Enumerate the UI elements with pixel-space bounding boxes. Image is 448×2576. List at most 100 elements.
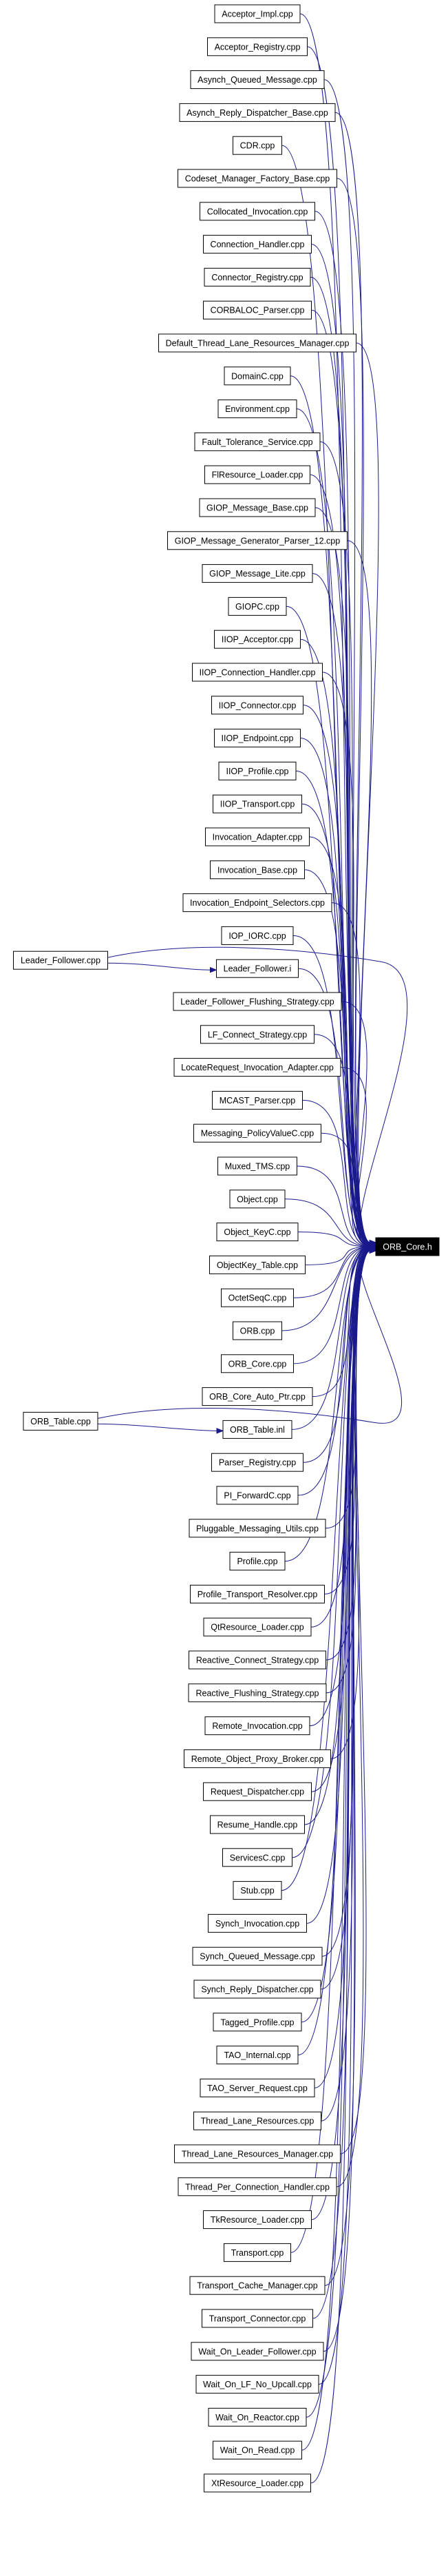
node-iiop-profile-cpp[interactable]: IIOP_Profile.cpp [218, 761, 297, 780]
node-invocation-adapter-cpp[interactable]: Invocation_Adapter.cpp [205, 827, 310, 846]
edge-to-target [301, 1249, 371, 2023]
node-objectkey-table-cpp[interactable]: ObjectKey_Table.cpp [209, 1255, 306, 1274]
node-resume-handle-cpp[interactable]: Resume_Handle.cpp [210, 1815, 305, 1834]
node-orb-core-auto-ptr-cpp[interactable]: ORB_Core_Auto_Ptr.cpp [202, 1387, 313, 1406]
node-iiop-transport-cpp[interactable]: IIOP_Transport.cpp [213, 794, 302, 813]
node-thread-per-connection-handler-cpp[interactable]: Thread_Per_Connection_Handler.cpp [178, 2177, 337, 2196]
node-giop-message-generator-parser-12-cpp[interactable]: GIOP_Message_Generator_Parser_12.cpp [167, 531, 348, 550]
node-connector-registry-cpp[interactable]: Connector_Registry.cpp [204, 267, 311, 287]
node-tao-server-request-cpp[interactable]: TAO_Server_Request.cpp [200, 2078, 315, 2097]
node-octetseqc-cpp[interactable]: OctetSeqC.cpp [221, 1288, 294, 1307]
node-request-dispatcher-cpp[interactable]: Request_Dispatcher.cpp [203, 1782, 312, 1801]
node-label: IIOP_Connection_Handler.cpp [200, 668, 316, 678]
node-profile-cpp[interactable]: Profile.cpp [229, 1552, 286, 1571]
node-wait-on-leader-follower-cpp[interactable]: Wait_On_Leader_Follower.cpp [191, 2342, 324, 2361]
node-transport-cache-manager-cpp[interactable]: Transport_Cache_Manager.cpp [189, 2276, 326, 2295]
node-orb-cpp[interactable]: ORB.cpp [233, 1321, 282, 1340]
node-corbaloc-parser-cpp[interactable]: CORBALOC_Parser.cpp [203, 300, 312, 320]
node-thread-lane-resources-manager-cpp[interactable]: Thread_Lane_Resources_Manager.cpp [174, 2144, 341, 2163]
node-leader-follower-i[interactable]: Leader_Follower.i [216, 959, 299, 978]
node-box [217, 399, 297, 419]
node-stub-cpp[interactable]: Stub.cpp [233, 1881, 282, 1900]
node-label: Transport_Cache_Manager.cpp [197, 2281, 317, 2291]
node-box [179, 103, 336, 122]
node-object-cpp[interactable]: Object.cpp [229, 1190, 286, 1209]
node-thread-lane-resources-cpp[interactable]: Thread_Lane_Resources.cpp [193, 2111, 321, 2130]
node-iiop-connector-cpp[interactable]: IIOP_Connector.cpp [211, 696, 303, 715]
node-tao-internal-cpp[interactable]: TAO_Internal.cpp [216, 2046, 299, 2065]
node-transport-connector-cpp[interactable]: Transport_Connector.cpp [202, 2309, 313, 2328]
node-servicesc-cpp[interactable]: ServicesC.cpp [222, 1848, 292, 1867]
node-remote-object-proxy-broker-cpp[interactable]: Remote_Object_Proxy_Broker.cpp [184, 1749, 331, 1768]
node-box [209, 1255, 306, 1274]
node-orb-table-cpp[interactable]: ORB_Table.cpp [23, 1411, 98, 1431]
node-label: GIOPC.cpp [235, 602, 279, 612]
node-label: Object.cpp [237, 1194, 278, 1204]
node-label: LF_Connect_Strategy.cpp [208, 1030, 307, 1039]
node-iiop-connection-handler-cpp[interactable]: IIOP_Connection_Handler.cpp [192, 663, 323, 682]
node-default-thread-lane-resources-manager-cpp[interactable]: Default_Thread_Lane_Resources_Manager.cp… [158, 333, 356, 353]
node-synch-invocation-cpp[interactable]: Synch_Invocation.cpp [208, 1913, 307, 1933]
node-label: Leader_Follower.i [224, 964, 292, 974]
node-label: MCAST_Parser.cpp [220, 1096, 296, 1105]
node-flresource-loader-cpp[interactable]: FlResource_Loader.cpp [204, 465, 310, 484]
node-wait-on-reactor-cpp[interactable]: Wait_On_Reactor.cpp [208, 2407, 307, 2427]
node-box [203, 1782, 312, 1801]
node-codeset-manager-factory-base-cpp[interactable]: Codeset_Manager_Factory_Base.cpp [178, 169, 337, 188]
node-tkresource-loader-cpp[interactable]: TkResource_Loader.cpp [203, 2210, 312, 2230]
node-leader-follower-flushing-strategy-cpp[interactable]: Leader_Follower_Flushing_Strategy.cpp [173, 992, 342, 1011]
node-iop-iorc-cpp[interactable]: IOP_IORC.cpp [221, 926, 294, 945]
node-synch-reply-dispatcher-cpp[interactable]: Synch_Reply_Dispatcher.cpp [193, 1980, 321, 1999]
node-qtresource-loader-cpp[interactable]: QtResource_Loader.cpp [203, 1617, 312, 1637]
node-connection-handler-cpp[interactable]: Connection_Handler.cpp [203, 235, 312, 254]
node-cdr-cpp[interactable]: CDR.cpp [233, 136, 282, 155]
node-box [192, 1946, 323, 1966]
node-collocated-invocation-cpp[interactable]: Collocated_Invocation.cpp [200, 202, 315, 221]
node-label: OctetSeqC.cpp [228, 1294, 287, 1303]
node-profile-transport-resolver-cpp[interactable]: Profile_Transport_Resolver.cpp [190, 1584, 325, 1603]
node-invocation-base-cpp[interactable]: Invocation_Base.cpp [210, 860, 305, 880]
node-messaging-policyvaluec-cpp[interactable]: Messaging_PolicyValueC.cpp [193, 1123, 321, 1143]
node-locaterequest-invocation-adapter-cpp[interactable]: LocateRequest_Invocation_Adapter.cpp [173, 1058, 341, 1077]
node-object-keyc-cpp[interactable]: Object_KeyC.cpp [216, 1223, 299, 1242]
node-asynch-queued-message-cpp[interactable]: Asynch_Queued_Message.cpp [190, 70, 325, 90]
node-invocation-endpoint-selectors-cpp[interactable]: Invocation_Endpoint_Selectors.cpp [182, 893, 332, 913]
node-orb-core-cpp[interactable]: ORB_Core.cpp [221, 1354, 294, 1373]
node-transport-cpp[interactable]: Transport.cpp [224, 2243, 291, 2262]
node-label: Default_Thread_Lane_Resources_Manager.cp… [166, 339, 350, 349]
node-wait-on-read-cpp[interactable]: Wait_On_Read.cpp [213, 2440, 302, 2460]
node-label: Synch_Reply_Dispatcher.cpp [201, 1985, 313, 1995]
node-parser-registry-cpp[interactable]: Parser_Registry.cpp [211, 1453, 303, 1472]
node-domainc-cpp[interactable]: DomainC.cpp [224, 366, 291, 386]
node-pi-forwardc-cpp[interactable]: PI_ForwardC.cpp [216, 1486, 299, 1505]
node-pluggable-messaging-utils-cpp[interactable]: Pluggable_Messaging_Utils.cpp [189, 1519, 326, 1538]
node-iiop-acceptor-cpp[interactable]: IIOP_Acceptor.cpp [214, 630, 301, 649]
node-reactive-connect-strategy-cpp[interactable]: Reactive_Connect_Strategy.cpp [189, 1650, 326, 1670]
node-leader-follower-cpp[interactable]: Leader_Follower.cpp [13, 951, 108, 970]
node-label: Thread_Lane_Resources_Manager.cpp [182, 2150, 333, 2159]
node-label: Collocated_Invocation.cpp [207, 207, 308, 216]
node-xtresource-loader-cpp[interactable]: XtResource_Loader.cpp [204, 2473, 311, 2493]
node-acceptor-registry-cpp[interactable]: Acceptor_Registry.cpp [207, 37, 308, 56]
edge-side-to-target [97, 1246, 403, 1424]
node-remote-invocation-cpp[interactable]: Remote_Invocation.cpp [204, 1716, 310, 1736]
node-muxed-tms-cpp[interactable]: Muxed_TMS.cpp [217, 1156, 297, 1176]
node-asynch-reply-dispatcher-base-cpp[interactable]: Asynch_Reply_Dispatcher_Base.cpp [179, 103, 336, 122]
node-label: Asynch_Reply_Dispatcher_Base.cpp [186, 108, 328, 118]
node-iiop-endpoint-cpp[interactable]: IIOP_Endpoint.cpp [214, 729, 301, 748]
node-giop-message-lite-cpp[interactable]: GIOP_Message_Lite.cpp [202, 564, 313, 583]
node-synch-queued-message-cpp[interactable]: Synch_Queued_Message.cpp [192, 1946, 323, 1966]
node-reactive-flushing-strategy-cpp[interactable]: Reactive_Flushing_Strategy.cpp [188, 1683, 327, 1703]
node-wait-on-lf-no-upcall-cpp[interactable]: Wait_On_LF_No_Upcall.cpp [195, 2375, 319, 2394]
node-fault-tolerance-service-cpp[interactable]: Fault_Tolerance_Service.cpp [194, 432, 321, 451]
node-giop-message-base-cpp[interactable]: GIOP_Message_Base.cpp [199, 498, 316, 517]
node-lf-connect-strategy-cpp[interactable]: LF_Connect_Strategy.cpp [200, 1025, 314, 1044]
node-acceptor-impl-cpp[interactable]: Acceptor_Impl.cpp [214, 4, 301, 23]
node-environment-cpp[interactable]: Environment.cpp [217, 399, 297, 419]
target-node-orb-core-h[interactable]: ORB_Core.h [375, 1237, 440, 1256]
node-mcast-parser-cpp[interactable]: MCAST_Parser.cpp [212, 1090, 303, 1110]
node-orb-table-inl[interactable]: ORB_Table.inl [222, 1420, 292, 1439]
node-giopc-cpp[interactable]: GIOPC.cpp [228, 596, 287, 616]
node-label: Codeset_Manager_Factory_Base.cpp [185, 174, 330, 184]
node-tagged-profile-cpp[interactable]: Tagged_Profile.cpp [213, 2013, 302, 2032]
